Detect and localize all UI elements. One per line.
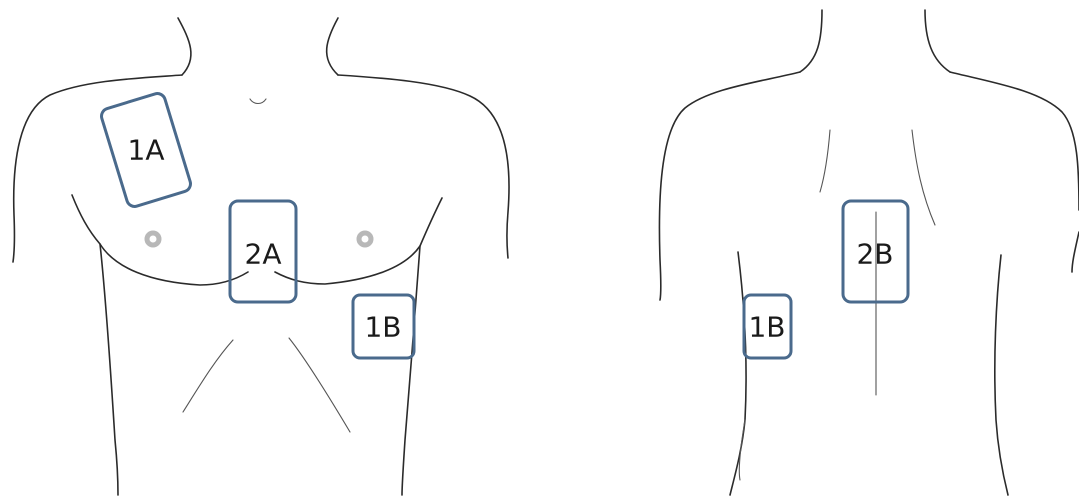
pad-1b-front: 1B [353,295,414,358]
back-scapula-left [820,130,830,192]
pad-2a-front-label: 2A [245,238,282,271]
front-ribs-right [289,338,350,432]
back-arm-right-edge [1072,232,1079,272]
pad-1a-front-label: 1A [128,134,165,167]
back-shoulder-left [659,72,800,300]
back-inner-arm-right [995,255,1008,495]
front-neck-right [327,18,338,75]
front-ribs-left [183,340,233,412]
pad-2a-front: 2A [230,201,296,302]
pad-1b-back: 1B [744,295,791,358]
back-scapula-right [912,130,935,225]
front-inner-arm-right [402,198,442,495]
front-pectoral-left [100,244,248,285]
front-nipple-right [359,233,371,245]
front-nipple-left [147,233,159,245]
front-inner-arm-left [72,195,118,495]
pad-1a-front: 1A [100,92,193,209]
front-collar-dimple [250,99,266,104]
back-shoulder-right [950,72,1079,210]
back-inner-arm-left [730,252,746,495]
back-neck-right [925,10,950,72]
pad-1b-front-label: 1B [364,311,401,344]
front-shoulder-right [338,75,509,258]
pad-1b-back-label: 1B [748,311,785,344]
front-neck-left [178,18,191,75]
back-neck-left [800,10,822,72]
pad-2b-back-label: 2B [856,238,893,271]
